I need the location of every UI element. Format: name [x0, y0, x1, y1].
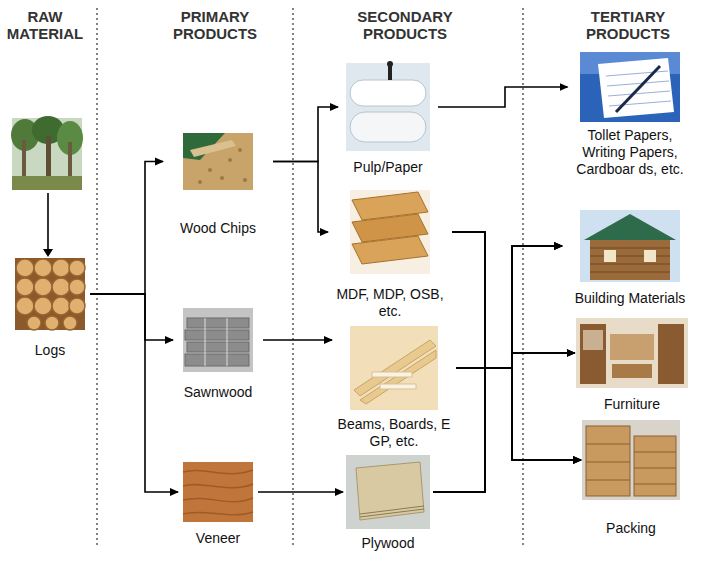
product-caption: Pulp/Paper: [338, 159, 438, 176]
flow-arrow: [452, 232, 581, 460]
column-heading: RAW MATERIAL: [0, 8, 90, 42]
flow-arrow: [456, 353, 575, 368]
product-caption: MDF, MDP, OSB, etc.: [328, 286, 452, 320]
flow-arrow: [456, 368, 581, 460]
product-node: Veneer: [178, 462, 258, 547]
beams-boards-photo: [350, 326, 438, 410]
product-node: Wood Chips: [163, 133, 273, 237]
product-caption: Tollet Papers, Writing Papers, Cardboar …: [568, 127, 693, 178]
photo-area: [338, 63, 438, 151]
paper-rolls-photo: [346, 61, 430, 151]
photo-area: [163, 133, 273, 190]
photo-area: [581, 420, 681, 500]
product-node: Sawnwood: [173, 308, 263, 401]
product-node: Plywood: [343, 455, 433, 552]
product-caption: Building Materials: [562, 290, 698, 307]
flow-arrow: [90, 294, 178, 492]
photo-area: [178, 462, 258, 522]
product-node: MDF, MDP, OSB, etc.: [328, 190, 452, 320]
log-house-photo: [580, 210, 680, 282]
product-node: Building Materials: [562, 210, 698, 307]
flow-arrow: [433, 368, 581, 492]
product-caption: Packing: [581, 520, 681, 537]
product-caption: Wood Chips: [163, 220, 273, 237]
column-divider: [97, 8, 523, 548]
product-caption: Logs: [10, 342, 90, 359]
plywood-photo: [346, 455, 430, 529]
flow-arrow: [90, 294, 173, 340]
column-heading: PRIMARY PRODUCTS: [150, 8, 280, 42]
flow-arrow: [273, 162, 328, 233]
product-caption: Sawnwood: [173, 384, 263, 401]
wooden-crates-photo: [582, 420, 680, 500]
photo-area: [343, 455, 433, 529]
photo-area: [575, 318, 690, 388]
photo-area: [328, 190, 452, 274]
product-caption: Plywood: [343, 535, 433, 552]
flow-arrow: [438, 87, 568, 107]
photo-area: [562, 210, 698, 282]
photo-area: [10, 258, 90, 330]
flow-arrow: [90, 162, 163, 295]
forest-photo: [11, 116, 83, 190]
flow-arrow: [452, 232, 575, 368]
product-node: Logs: [10, 258, 90, 359]
photo-area: [173, 308, 263, 372]
furniture-photo: [576, 318, 688, 388]
product-node: Furniture: [575, 318, 690, 413]
product-caption: Beams, Boards, E GP, etc.: [332, 416, 456, 450]
column-heading: SECONDARY PRODUCTS: [335, 8, 475, 42]
flow-arrow: [273, 107, 338, 162]
mdf-boards-photo: [350, 190, 430, 274]
flow-arrow: [456, 246, 562, 368]
photo-area: [332, 326, 456, 410]
sawnwood-photo: [183, 308, 253, 372]
flow-arrow: [258, 491, 343, 493]
veneer-photo: [183, 462, 253, 522]
flow-arrow: [43, 193, 53, 257]
product-node: Pulp/Paper: [338, 63, 438, 176]
wood-chips-photo: [183, 133, 253, 190]
photo-area: [568, 52, 693, 122]
product-node: Packing: [581, 420, 681, 537]
product-node: Beams, Boards, E GP, etc.: [332, 326, 456, 450]
flow-arrow: [263, 339, 332, 341]
flow-arrow: [433, 353, 575, 492]
product-caption: Furniture: [575, 396, 690, 413]
product-caption: Veneer: [178, 530, 258, 547]
logs-photo: [15, 258, 85, 330]
column-heading: TERTIARY PRODUCTS: [558, 8, 698, 42]
flow-arrow: [433, 246, 562, 492]
writing-paper-photo: [580, 52, 680, 122]
product-node: Tollet Papers, Writing Papers, Cardboar …: [568, 52, 693, 178]
flow-arrow: [452, 232, 562, 368]
